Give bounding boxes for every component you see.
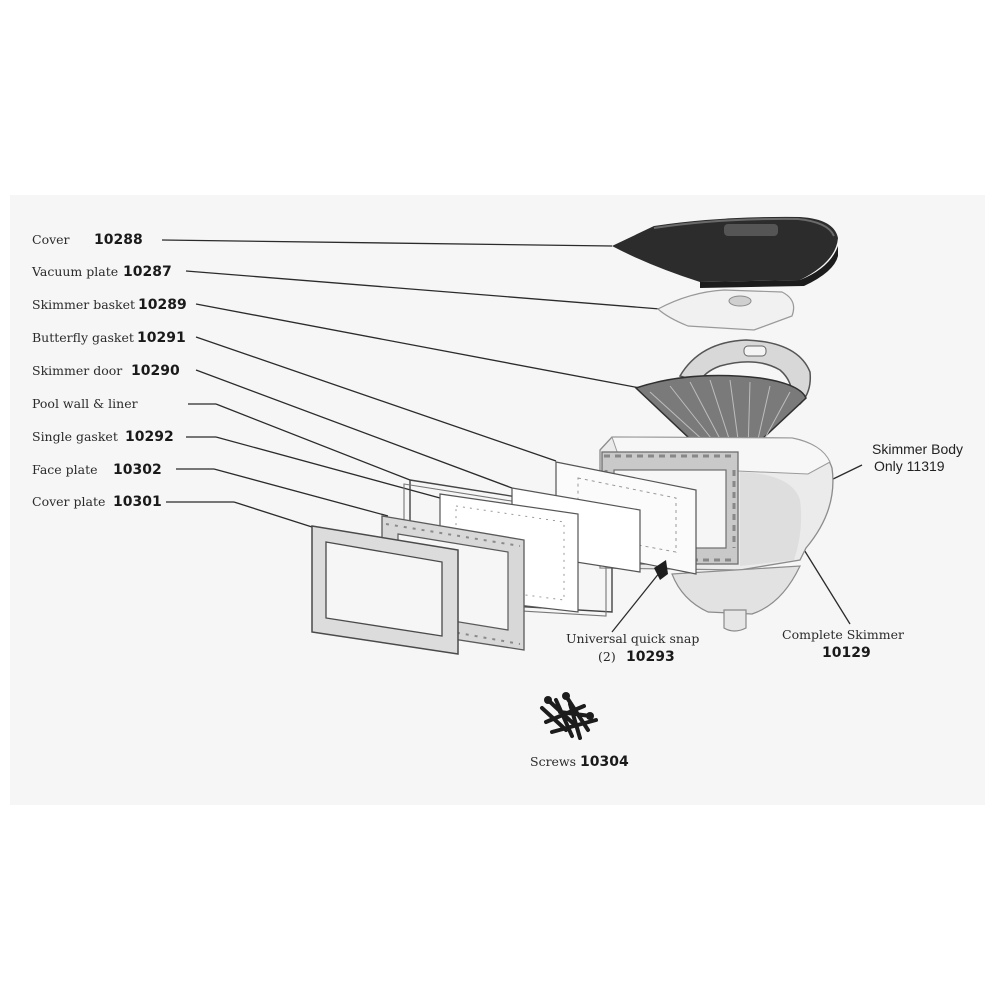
callout-number: 10129 — [822, 645, 871, 661]
leader-skimmer-door — [195, 369, 513, 489]
part-name: Skimmer door — [32, 363, 122, 378]
callout-quick-snap: Universal quick snap (2) 10293 — [566, 631, 699, 665]
leader-cover-plate-b — [233, 501, 313, 528]
part-label-skimmer-basket: Skimmer basket 10289 — [32, 297, 187, 313]
leader-quick-snap — [611, 571, 661, 633]
callout-line: Only 11319 — [874, 458, 945, 474]
part-label-cover-plate: Cover plate 10301 — [32, 494, 162, 510]
part-number: 10289 — [138, 297, 187, 313]
leader-skimmer-basket — [195, 303, 641, 389]
part-label-cover: Cover 10288 — [32, 232, 143, 248]
part-number: 10301 — [113, 494, 162, 510]
leader-single-gasket-b — [215, 436, 441, 499]
cover-part — [612, 216, 838, 288]
part-number: 10290 — [131, 363, 180, 379]
callout-qty: (2) — [598, 649, 616, 664]
part-name: Face plate — [32, 462, 98, 477]
callout-name: Complete Skimmer — [782, 627, 904, 642]
part-name: Butterfly gasket — [32, 330, 134, 345]
part-label-face-plate: Face plate 10302 — [32, 462, 162, 478]
part-label-single-gasket: Single gasket 10292 — [32, 429, 174, 445]
callout-skimmer-body: Skimmer Body Only 11319 — [872, 441, 963, 474]
part-label-vacuum-plate: Vacuum plate 10287 — [31, 264, 172, 280]
part-name: Cover — [32, 232, 70, 247]
part-number: 10287 — [123, 264, 172, 280]
part-name: Skimmer basket — [32, 297, 135, 312]
callout-number: 10304 — [580, 754, 629, 770]
vacuum-plate-part — [656, 289, 795, 331]
callout-name: Universal quick snap — [566, 631, 699, 646]
leader-face-plate-b — [213, 468, 389, 517]
part-label-skimmer-door: Skimmer door 10290 — [32, 363, 180, 379]
part-name: Pool wall & liner — [32, 396, 138, 411]
callout-complete-skimmer: Complete Skimmer 10129 — [782, 627, 904, 661]
part-name: Vacuum plate — [31, 264, 118, 279]
callout-number: 10293 — [626, 649, 675, 665]
screws-part — [540, 692, 598, 740]
part-number: 10292 — [125, 429, 174, 445]
part-number: 10291 — [137, 330, 186, 346]
part-number: 10302 — [113, 462, 162, 478]
leader-vacuum-plate — [185, 270, 661, 310]
callout-line: Skimmer Body — [872, 441, 963, 457]
part-label-butterfly-gasket: Butterfly gasket 10291 — [32, 330, 186, 346]
leader-butterfly-gasket — [195, 336, 557, 462]
part-name: Cover plate — [32, 494, 105, 509]
part-name: Single gasket — [32, 429, 118, 444]
leader-complete-skimmer — [797, 539, 851, 625]
quick-snap-part — [654, 560, 668, 580]
callout-screws: Screws 10304 — [530, 754, 629, 770]
leader-cover — [161, 239, 613, 247]
part-label-pool-wall: Pool wall & liner — [32, 396, 138, 411]
callout-name: Screws — [530, 754, 576, 769]
part-number: 10288 — [94, 232, 143, 248]
cover-plate-part — [311, 525, 459, 655]
leader-lines — [161, 239, 863, 633]
leader-pool-wall-b — [215, 403, 411, 481]
